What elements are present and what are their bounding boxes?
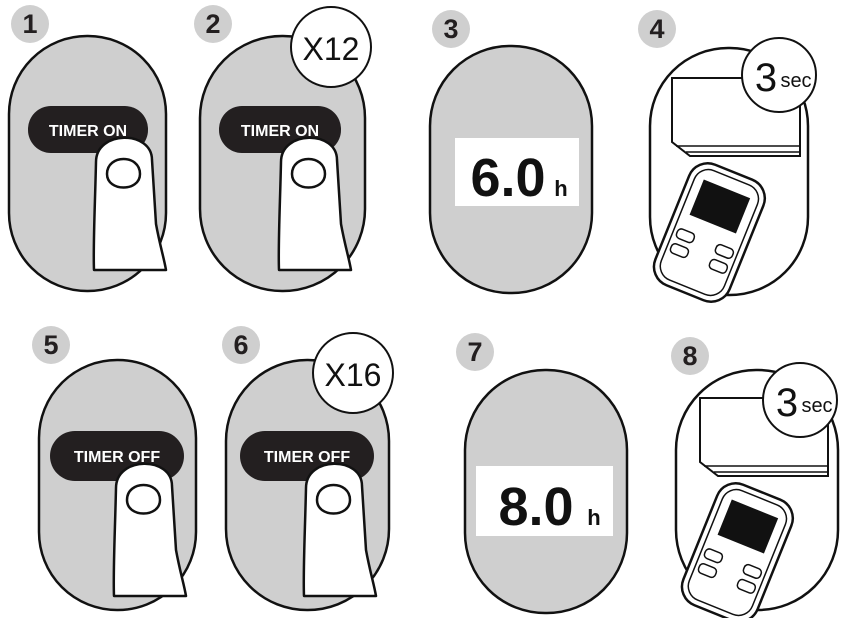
hold-duration-number: 3	[776, 381, 798, 425]
lcd-hour-unit: h	[587, 505, 600, 530]
hold-duration-unit: sec	[801, 395, 832, 417]
press-count-label: X16	[325, 357, 382, 393]
step-6-number: 6	[233, 330, 248, 360]
step-8-panel: 8 3 sec	[671, 337, 838, 618]
step-1-number: 1	[22, 9, 37, 39]
step-2-number: 2	[205, 9, 220, 39]
step-3-number: 3	[443, 14, 458, 44]
lcd-timer-value: 6.0	[470, 148, 545, 208]
step-1-panel: 1 TIMER ON	[9, 5, 166, 291]
step-4-panel: 4 3 sec	[638, 10, 816, 308]
step-7-panel: 7 8.0 h	[456, 333, 627, 613]
step-2-panel: 2 TIMER ON X12	[194, 5, 371, 291]
step-7-number: 7	[467, 337, 482, 367]
step-4-number: 4	[649, 14, 664, 44]
timer-on-button-label: TIMER ON	[49, 123, 127, 140]
lcd-hour-unit: h	[554, 176, 567, 201]
step-5-panel: 5 TIMER OFF	[32, 326, 196, 610]
step-5-number: 5	[43, 330, 58, 360]
lcd-timer-value: 8.0	[498, 477, 573, 537]
press-count-label: X12	[303, 31, 360, 67]
hold-duration-unit: sec	[780, 70, 811, 92]
step-8-number: 8	[682, 341, 697, 371]
hold-duration-number: 3	[755, 56, 777, 100]
step-6-panel: 6 TIMER OFF X16	[222, 326, 393, 610]
step-3-panel: 3 6.0 h	[430, 10, 592, 293]
